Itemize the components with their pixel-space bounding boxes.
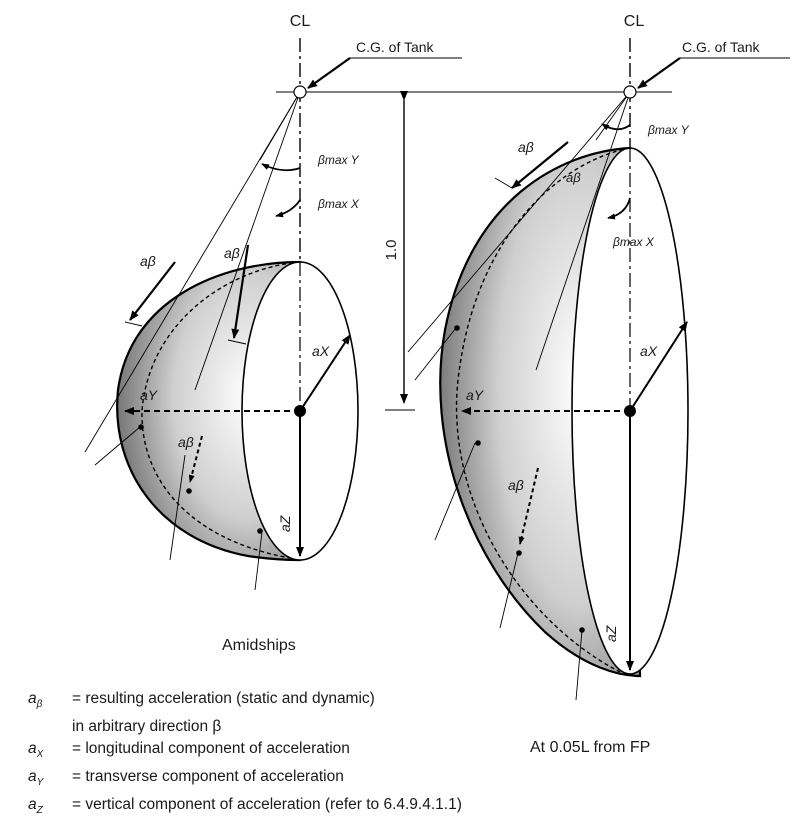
left-ax-label: aX — [312, 343, 330, 359]
left-beta-max-y-arc — [261, 163, 301, 172]
right-dot-3 — [516, 550, 522, 556]
left-tangent-inner — [259, 91, 301, 161]
right-cg-label: C.G. of Tank — [682, 39, 761, 55]
legend-row-abeta: aβ = resulting acceleration (static and d… — [28, 688, 462, 716]
left-beta-max-y-label: βmax Y — [317, 153, 360, 167]
right-az-label: aZ — [603, 625, 619, 642]
legend-text: = vertical component of acceleration (re… — [72, 796, 462, 814]
right-line-c — [499, 552, 519, 629]
right-cg-marker — [623, 85, 637, 99]
left-cl-label: CL — [290, 13, 311, 30]
left-beta-max-x-arc — [275, 199, 301, 218]
left-tick-1 — [124, 321, 143, 327]
left-abeta-label-2: aβ — [224, 245, 240, 261]
right-abeta-label-1: aβ — [518, 139, 534, 155]
right-line-d — [575, 629, 583, 701]
left-cg-leader — [307, 57, 351, 89]
right-tangent-inner — [595, 91, 631, 141]
right-tangent-outer — [407, 91, 631, 353]
right-cl-label: CL — [624, 13, 645, 30]
left-tick-2 — [227, 339, 247, 345]
reference-lines — [261, 38, 790, 411]
right-beta-max-x-arc — [607, 197, 631, 220]
right-line-b — [414, 327, 457, 381]
right-ay-label: aY — [466, 387, 485, 403]
left-line-c — [254, 531, 263, 591]
right-abeta-label-2: aβ — [566, 170, 581, 185]
right-abeta-arrow-2 — [518, 467, 539, 545]
left-cg-marker — [293, 85, 307, 99]
height-label: 1.0 — [383, 240, 400, 261]
right-abeta-label-3: aβ — [508, 477, 524, 493]
legend-symbol: aβ — [28, 690, 43, 711]
left-abeta-label-3: aβ — [178, 434, 194, 450]
left-abeta-label-1: aβ — [140, 253, 156, 269]
right-abeta-arrow-1 — [511, 141, 569, 189]
left-abeta-arrow-2 — [231, 244, 250, 339]
legend-row-ay: aY = transverse component of acceleration — [28, 766, 462, 794]
right-tangent-mid — [535, 91, 631, 371]
legend-text: in arbitrary direction β — [72, 718, 222, 736]
left-caption: Amidships — [222, 637, 296, 654]
legend-row-az: aZ = vertical component of acceleration (… — [28, 794, 462, 818]
right-cg-leader — [637, 57, 681, 89]
legend-symbol: aY — [28, 768, 44, 789]
right-line-a — [434, 442, 476, 541]
legend-symbol: aZ — [28, 796, 43, 817]
right-dot-1 — [454, 325, 460, 331]
right-tank — [407, 91, 689, 701]
legend-text: = longitudinal component of acceleration — [72, 740, 350, 758]
left-line-b — [94, 426, 141, 466]
right-ax-arrow — [629, 321, 688, 412]
left-beta-max-x-label: βmax X — [317, 197, 360, 211]
right-tick-1 — [494, 177, 513, 189]
left-dot-3 — [257, 528, 263, 534]
left-ay-label: aY — [140, 387, 159, 403]
legend-row-abeta-cont: in arbitrary direction β — [28, 716, 462, 738]
left-dashed-contour — [141, 261, 301, 559]
left-abeta-arrow-3 — [188, 435, 203, 483]
legend: aβ = resulting acceleration (static and d… — [28, 688, 462, 818]
right-beta-max-y-arc — [601, 123, 631, 131]
legend-row-ax: aX = longitudinal component of accelerati… — [28, 738, 462, 766]
right-dot-2 — [475, 440, 481, 446]
right-ax-label: aX — [640, 343, 658, 359]
right-beta-max-x-label: βmax X — [612, 235, 655, 249]
legend-text: = resulting acceleration (static and dyn… — [72, 690, 375, 707]
left-abeta-arrow-1 — [129, 261, 176, 321]
left-tangent-outer — [84, 91, 301, 453]
legend-symbol: aX — [28, 740, 44, 761]
left-dot-2 — [186, 488, 192, 494]
left-dot-1 — [138, 424, 144, 430]
left-cg-label: C.G. of Tank — [356, 39, 435, 55]
left-tangent-mid — [194, 91, 301, 391]
right-dashed-contour — [455, 147, 631, 673]
left-line-a — [169, 454, 186, 561]
left-az-label: aZ — [277, 515, 293, 532]
left-ax-arrow — [299, 334, 351, 412]
right-caption: At 0.05L from FP — [530, 739, 651, 756]
right-beta-max-y-label: βmax Y — [647, 123, 690, 137]
right-dot-4 — [579, 627, 585, 633]
legend-text: = transverse component of acceleration — [72, 768, 344, 786]
